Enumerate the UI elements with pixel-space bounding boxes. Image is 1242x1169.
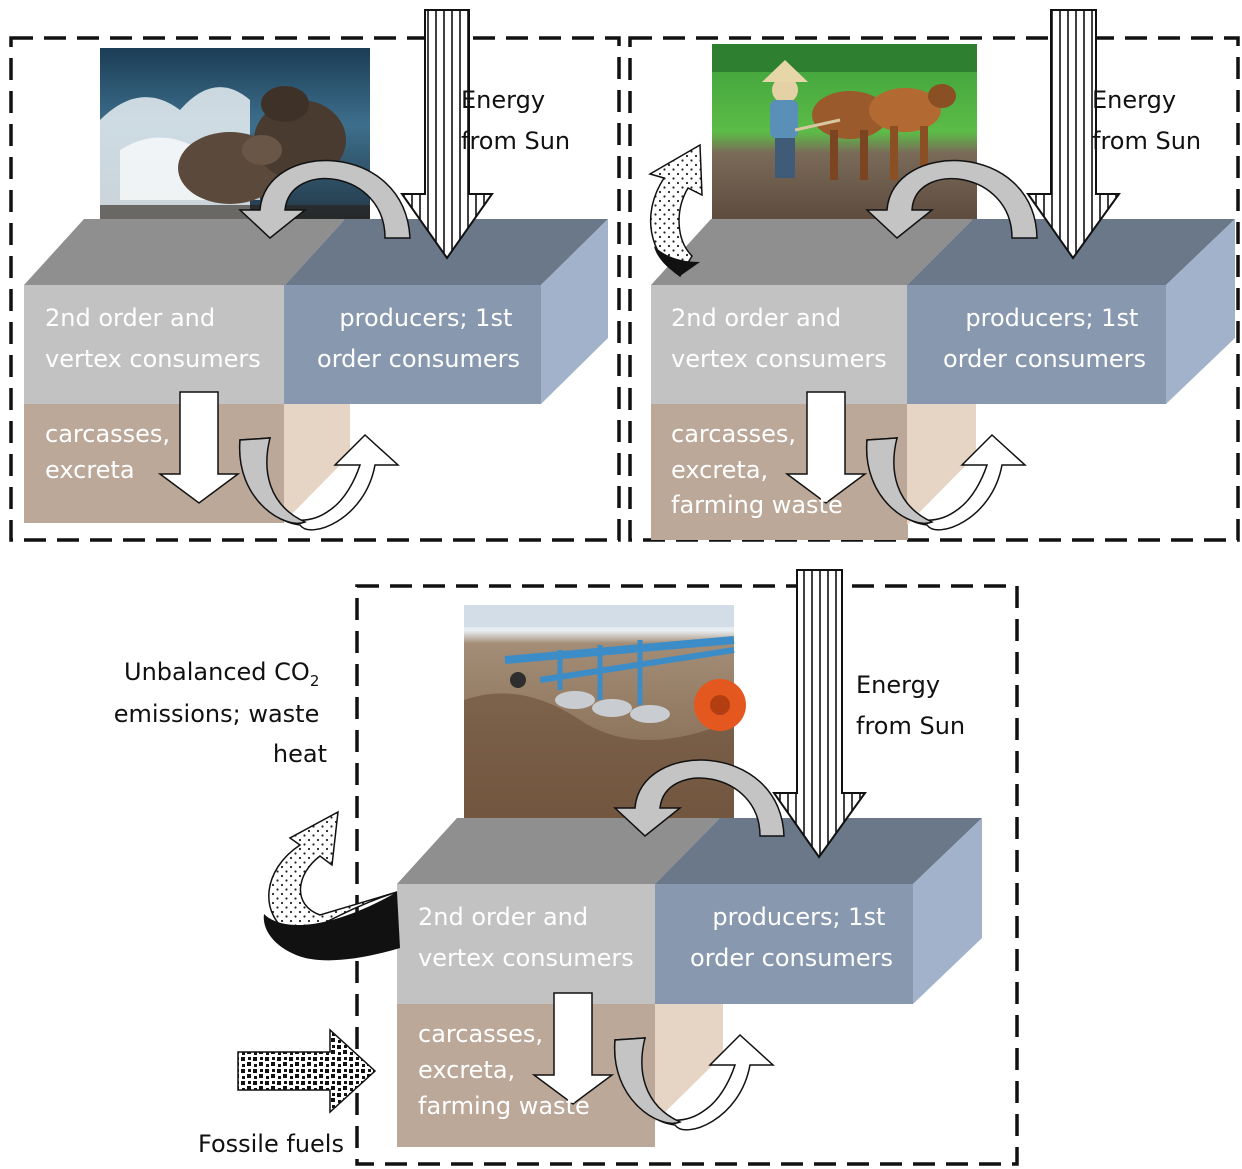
cycle-arrow <box>614 1033 775 1131</box>
sun-energy-arrow <box>1026 9 1121 260</box>
consumer-label: 2nd order and vertex consumers <box>45 304 261 373</box>
panel-frame <box>628 36 1240 542</box>
cycle-arrow <box>157 391 241 504</box>
emission-arrow <box>263 810 400 961</box>
panel-frame <box>355 584 1019 1166</box>
cycle-arrow <box>613 759 785 837</box>
producer-label: producers; 1st order consumers <box>690 903 893 972</box>
trophic-block <box>24 219 608 523</box>
producer-label: producers; 1st order consumers <box>943 304 1146 373</box>
panel-frame <box>9 36 621 542</box>
cycle-arrow <box>866 433 1027 531</box>
cycle-arrow <box>239 433 400 531</box>
cycle-arrow <box>531 992 615 1105</box>
energy-label: Energy from Sun <box>856 671 965 740</box>
decomposer-label: carcasses, excreta, farming waste <box>418 1020 590 1120</box>
panel-3: Energy from Sun 2nd order and vertex con… <box>114 569 1019 1166</box>
consumer-label: 2nd order and vertex consumers <box>418 903 634 972</box>
decomposer-label: carcasses, excreta <box>45 420 178 484</box>
photo <box>712 44 977 220</box>
fossil-fuel-arrow <box>237 1028 377 1114</box>
consumer-label: 2nd order and vertex consumers <box>671 304 887 373</box>
sun-energy-arrow <box>772 569 867 859</box>
decomposer-label: carcasses, excreta, farming waste <box>671 420 843 519</box>
photo <box>100 48 370 220</box>
trophic-block <box>651 219 1235 540</box>
panel-2: Energy from Sun 2nd order and vertex con… <box>628 9 1240 542</box>
emission-arrow <box>648 143 703 278</box>
cycle-arrow <box>784 391 868 504</box>
emissions-label: Unbalanced CO2 emissions; waste heat <box>114 658 327 768</box>
sun-energy-arrow <box>400 9 494 260</box>
photo <box>464 605 746 819</box>
energy-label: Energy from Sun <box>1092 86 1201 155</box>
cycle-arrow <box>865 159 1038 239</box>
panel-1: Energy from Sun 2nd order and vertex con… <box>9 9 621 542</box>
energy-label: Energy from Sun <box>461 86 570 155</box>
fossil-fuels-label: Fossile fuels <box>198 1130 344 1158</box>
producer-label: producers; 1st order consumers <box>317 304 520 373</box>
cycle-arrow <box>238 159 411 239</box>
